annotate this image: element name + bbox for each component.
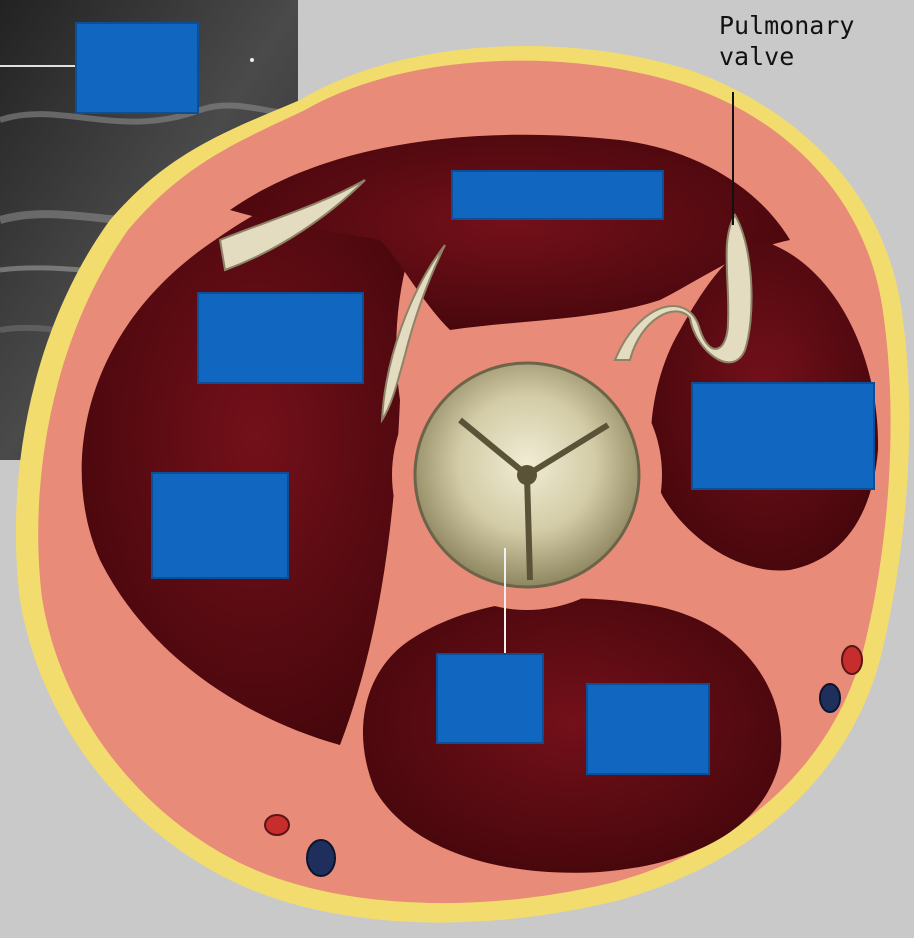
pulmonary-valve-label-line2: valve: [719, 41, 914, 72]
coronary-vein-right: [820, 684, 840, 712]
label-box-top-center[interactable]: [451, 170, 664, 220]
pulmonary-valve-label-line1: Pulmonary: [719, 10, 914, 41]
coronary-artery-bottom: [265, 815, 289, 835]
label-box-bottom-right[interactable]: [586, 683, 710, 775]
coronary-vein-bottom: [307, 840, 335, 876]
label-box-bottom-center[interactable]: [436, 653, 544, 744]
label-box-upper-left[interactable]: [197, 292, 364, 384]
label-box-top-left[interactable]: [75, 22, 199, 114]
aortic-valve: [415, 363, 639, 587]
label-box-right[interactable]: [691, 382, 875, 490]
chamber-left-atrium: [363, 598, 781, 872]
pulmonary-valve-label: Pulmonary valve: [719, 10, 914, 72]
coronary-artery-right: [842, 646, 862, 674]
label-box-left[interactable]: [151, 472, 289, 579]
